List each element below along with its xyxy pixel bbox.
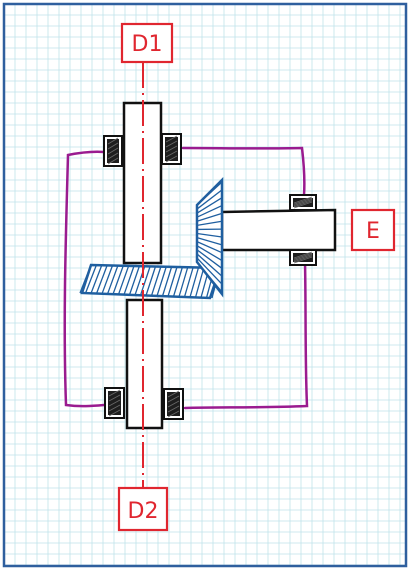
gear-tooth <box>196 212 223 222</box>
gear-tooth <box>95 265 108 294</box>
bearing-bottom-left <box>104 387 125 419</box>
label-e: E <box>350 208 396 252</box>
gear-tooth <box>123 265 135 295</box>
gear-tooth <box>128 265 140 296</box>
gear-tooth <box>156 266 167 297</box>
gear-tooth <box>196 261 223 293</box>
shaft-d2 <box>125 298 164 430</box>
shaft-e <box>220 208 337 252</box>
gear-tooth <box>90 265 103 294</box>
gear-tooth <box>84 264 97 294</box>
gear-tooth <box>196 204 223 218</box>
label-e-text: E <box>366 219 380 244</box>
gear-tooth <box>117 265 130 295</box>
bearing-top-right <box>161 133 182 165</box>
label-d2-text: D2 <box>128 499 159 524</box>
gear-tooth <box>101 265 114 295</box>
bearing-top-left <box>103 135 123 167</box>
label-d1: D1 <box>120 22 174 64</box>
gear-tooth <box>196 189 223 210</box>
gear-tooth <box>106 265 119 295</box>
gear-tooth <box>194 267 205 298</box>
gear-tooth <box>112 265 124 295</box>
bearing-e-bottom <box>289 249 317 266</box>
housing-frame <box>63 146 309 410</box>
label-d1-text: D1 <box>132 32 163 57</box>
gear-tooth <box>196 241 223 254</box>
gear-tooth <box>196 236 223 246</box>
gear-tooth <box>183 267 194 298</box>
gear-tooth <box>150 266 162 296</box>
gear-tooth <box>196 249 223 269</box>
bearing-e-top <box>289 194 317 211</box>
bearing-bottom-right <box>163 388 184 420</box>
gear-tooth <box>196 232 223 238</box>
gear-tooth <box>145 266 157 296</box>
label-d2: D2 <box>117 486 169 532</box>
gear-tooth <box>196 181 223 206</box>
bevel-gear-vertical <box>195 176 224 298</box>
gear-tooth <box>196 257 223 285</box>
gear-tooth <box>172 266 183 297</box>
bevel-gear-horizontal <box>79 263 222 300</box>
gear-tooth <box>196 220 223 226</box>
gear-tooth <box>196 197 223 214</box>
gear-tooth <box>167 266 178 297</box>
gear-tooth <box>196 245 223 262</box>
gear-tooth <box>79 264 92 294</box>
gear-tooth <box>189 267 200 298</box>
gear-tooth <box>196 253 223 277</box>
gear-tooth <box>178 267 189 297</box>
gear-tooth <box>161 266 173 297</box>
